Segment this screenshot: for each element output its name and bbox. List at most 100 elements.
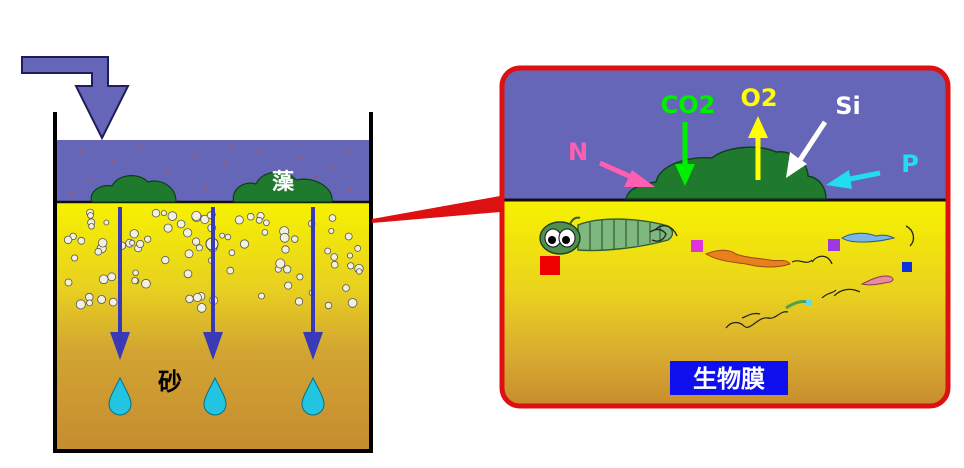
sand-grain (98, 274, 109, 285)
sand-grain (94, 247, 103, 256)
sand-grain (324, 247, 332, 255)
co2-arrow (675, 122, 695, 186)
sand-grain (63, 235, 73, 245)
sand-grain (75, 299, 86, 310)
zoom-connector (372, 196, 500, 223)
sand-grain (141, 278, 151, 289)
sand-grain (103, 219, 110, 226)
sand-grain (77, 236, 86, 245)
sand-grain (129, 229, 139, 239)
sand-grain (144, 235, 152, 243)
sand-grain (151, 208, 161, 218)
sand-grain (129, 239, 136, 246)
sand-label: 砂 (158, 368, 182, 396)
droplet-icon (108, 376, 132, 416)
sand-grain (132, 269, 139, 276)
sand-grain (219, 232, 226, 239)
flow-arrow-right (303, 207, 323, 360)
sand-grain (261, 229, 269, 236)
sand-grain (88, 223, 95, 230)
sand-grain (167, 211, 178, 221)
sand-grain (163, 223, 173, 233)
sand-grain (185, 294, 194, 304)
sand-grain (196, 303, 207, 313)
red-particle (540, 256, 560, 275)
filament-chain (725, 289, 837, 329)
flow-arrow-center (203, 207, 223, 360)
n-arrow (598, 160, 655, 187)
water-droplets (108, 376, 325, 416)
sand-grain (192, 292, 202, 302)
green-filament (785, 300, 809, 310)
sand-grain (356, 268, 363, 275)
algae-mat (625, 146, 827, 200)
sand-grain (87, 212, 94, 219)
detail-frame (499, 65, 951, 409)
sand-grain (160, 210, 167, 217)
sand-grain (279, 232, 290, 243)
small-organism-icon (833, 275, 894, 297)
sand-grain (294, 297, 304, 306)
sand-grain (191, 210, 202, 221)
filter-tank: 藻 砂 (53, 112, 373, 453)
sand-grain (284, 281, 293, 290)
biofilm-label: 生物膜 (693, 365, 765, 393)
sand-grain (184, 249, 194, 259)
co2-label: CO2 (661, 91, 716, 119)
inflow-arrow (21, 56, 130, 141)
p-label: P (901, 150, 919, 178)
sand-grain (183, 228, 193, 238)
sand-grain (330, 260, 339, 269)
sand-grain (86, 299, 93, 307)
sand-grain (291, 235, 299, 243)
sand-grain (324, 301, 333, 310)
sand-grain (258, 292, 265, 300)
droplet-icon (301, 376, 325, 416)
biofilm-detail-panel: CO2 O2 Si N P (499, 65, 951, 409)
sand-grain (328, 227, 335, 234)
sand-grain (296, 273, 304, 281)
sand-grain (131, 276, 139, 285)
si-label: Si (835, 92, 861, 120)
sand-grain (344, 232, 353, 241)
sand-grain (330, 253, 339, 261)
sand-grain (161, 255, 170, 265)
sand-grain (347, 298, 358, 308)
algae-label: 藻 (272, 170, 295, 195)
droplet-icon (203, 376, 227, 416)
flow-arrows (110, 207, 323, 360)
o2-arrow (748, 116, 768, 180)
si-arrow (786, 120, 828, 178)
sand-grain (281, 245, 290, 254)
cyan-particle (806, 300, 812, 305)
sand-grain (108, 297, 118, 307)
sand-grain (346, 252, 353, 259)
sand-grain (136, 239, 145, 248)
water-particles (70, 146, 352, 194)
sand-grain (342, 284, 350, 292)
sand-grain (64, 278, 73, 287)
p-arrow (826, 170, 881, 189)
sand-grain (246, 212, 255, 221)
larva-icon (539, 216, 678, 255)
sand-grain (234, 215, 244, 225)
sand-grain (228, 249, 236, 257)
sand-grain (255, 216, 263, 224)
sand-grain (71, 254, 79, 262)
sand-grain (347, 262, 355, 270)
sand-grain (200, 214, 210, 224)
sand-grain (224, 233, 232, 241)
sand-grain (354, 244, 362, 252)
sand-grain (239, 239, 250, 249)
flow-arrow-left (110, 207, 130, 360)
sand-grain (97, 295, 106, 304)
sand-grain (283, 265, 292, 274)
nutrient-arrows (598, 116, 881, 189)
sand-grain (107, 272, 117, 282)
tank-walls (53, 112, 373, 453)
sand-grain (328, 214, 337, 222)
microorganisms (539, 216, 915, 329)
o2-label: O2 (740, 84, 777, 112)
sand-grain (183, 269, 193, 279)
